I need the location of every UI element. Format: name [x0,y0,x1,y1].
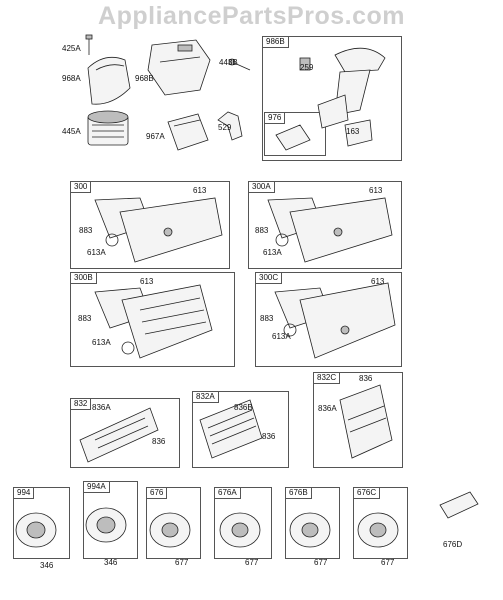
frame-676: 676 [146,487,201,559]
label-346-994: 346 [40,561,54,570]
housing-968B [147,39,211,96]
frame-994A-tag: 994A [84,482,110,493]
frame-832A: 832A [192,391,289,468]
frame-976: 976 [264,112,326,156]
label-836-832A: 836 [262,432,276,441]
frame-676A-tag: 676A [215,488,241,499]
label-425A: 425A [62,44,81,53]
label-677-676: 677 [175,558,189,567]
frame-300: 300 [70,181,230,269]
frame-676C: 676C [353,487,408,559]
frame-832C-tag: 832C [314,373,341,384]
label-613A-300A: 613A [263,248,282,257]
frame-300A-tag: 300A [249,182,275,193]
pipe-676D [439,491,479,519]
label-883-300A: 883 [255,226,269,235]
frame-832: 832 [70,398,180,468]
screw-443B [228,58,251,71]
frame-832-tag: 832 [71,399,92,410]
muffler-994A [85,507,127,543]
frame-676A: 676A [214,487,272,559]
watermark: AppliancePartsPros.com [98,2,405,30]
muffler-676A [219,512,261,548]
label-676D: 676D [443,540,463,549]
label-613-300A: 613 [369,186,383,195]
housing-300 [94,197,223,263]
frame-300C-tag: 300C [256,273,283,284]
frame-994-tag: 994 [14,488,35,499]
label-836B-832A: 836B [234,403,253,412]
frame-676-tag: 676 [147,488,168,499]
frame-976-tag: 976 [265,113,286,124]
shield-832 [79,407,159,463]
label-883-300C: 883 [260,314,274,323]
label-613-300: 613 [193,186,207,195]
label-677-676B: 677 [314,558,328,567]
assembly-986B [299,47,386,147]
cover-968A [87,56,131,105]
label-613-300C: 613 [371,277,385,286]
label-883-300: 883 [79,226,93,235]
muffler-676 [149,512,191,548]
housing-300C [274,282,396,359]
label-968A: 968A [62,74,81,83]
label-443B: 443B [219,58,238,67]
frame-300B-tag: 300B [71,273,97,284]
label-259: 259 [300,63,314,72]
label-346-994A: 346 [104,558,118,567]
label-836A-832C: 836A [318,404,337,413]
precleaner-967A [167,113,209,151]
frame-300-tag: 300 [71,182,92,193]
housing-300A [267,197,393,263]
shield-832C [339,384,393,459]
label-836-832C: 836 [359,374,373,383]
shield-832A [199,399,263,459]
housing-300B [94,284,213,359]
label-968B: 968B [135,74,154,83]
label-529: 529 [218,123,232,132]
frame-994: 994 [13,487,70,559]
frame-986B: 986B [262,36,402,161]
frame-300C: 300C [255,272,402,367]
label-613-300B: 613 [140,277,154,286]
bolt-425A [85,34,93,55]
filter-445A [87,110,129,146]
frame-676B: 676B [285,487,340,559]
frame-300A: 300A [248,181,402,269]
part-976 [275,124,311,151]
label-613A-300B: 613A [92,338,111,347]
frame-676B-tag: 676B [286,488,312,499]
label-677-676C: 677 [381,558,395,567]
frame-832C: 832C [313,372,403,468]
label-613A-300: 613A [87,248,106,257]
muffler-676C [357,512,399,548]
label-613A-300C: 613A [272,332,291,341]
frame-986B-tag: 986B [263,37,289,48]
frame-994A: 994A [83,481,138,559]
muffler-994 [15,512,57,548]
label-836-832: 836 [152,437,166,446]
frame-832A-tag: 832A [193,392,219,403]
label-883-300B: 883 [78,314,92,323]
label-677-676A: 677 [245,558,259,567]
label-163: 163 [346,127,360,136]
elbow-529 [217,111,243,141]
muffler-676B [289,512,331,548]
label-836A-832: 836A [92,403,111,412]
label-445A: 445A [62,127,81,136]
frame-300B: 300B [70,272,235,367]
label-967A: 967A [146,132,165,141]
frame-676C-tag: 676C [354,488,381,499]
